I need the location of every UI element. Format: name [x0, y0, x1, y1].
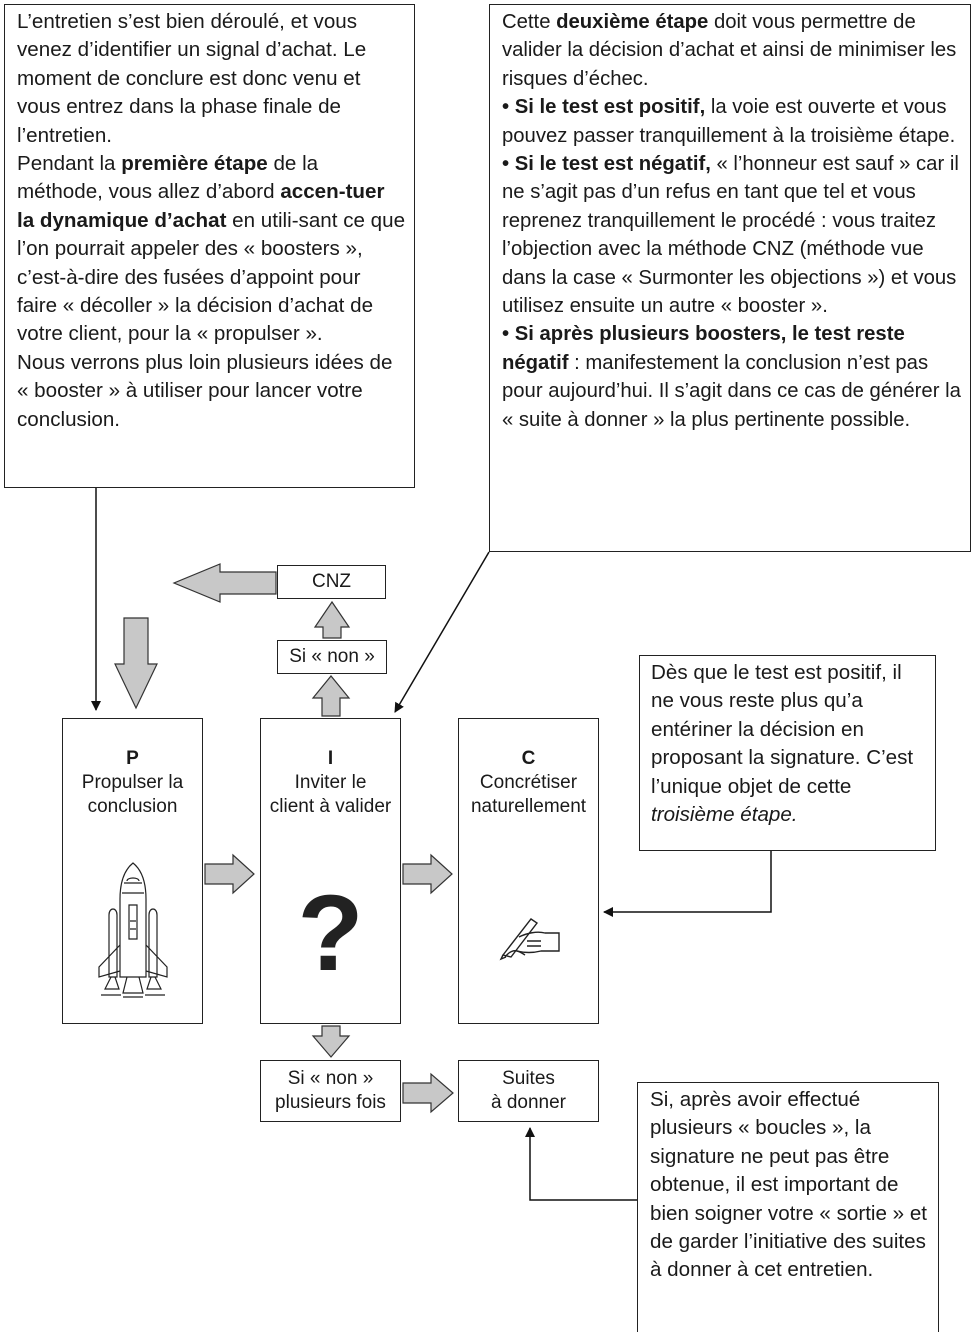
stage-c-box: C Concrétiser naturellement — [458, 718, 599, 1024]
stage-i-line1: Inviter le — [294, 772, 367, 793]
stage-p-line1: Propulser la — [81, 772, 184, 793]
arrow-icon — [204, 853, 255, 895]
si-non-plusieurs-line2: plusieurs fois — [275, 1092, 386, 1113]
arrow-icon — [172, 563, 277, 603]
arrow-icon — [402, 853, 453, 895]
connector-c-note — [603, 851, 772, 917]
arrow-icon — [311, 675, 351, 717]
arrow-icon — [402, 1072, 454, 1114]
si-non-label: Si « non » — [289, 646, 375, 667]
note-suites: Si, après avoir effectué plusieurs « bou… — [637, 1082, 939, 1332]
stage-i-letter: I — [327, 748, 334, 769]
stage-c-line2: naturellement — [470, 796, 587, 817]
note-left-p3: Nous verrons plus loin plusieurs idées d… — [17, 350, 393, 431]
stage-p-letter: P — [126, 748, 139, 769]
note-left-p1: L’entretien s’est bien déroulé, et vous … — [17, 10, 367, 147]
arrow-icon — [311, 1025, 351, 1058]
suites-box: Suites à donner — [458, 1060, 599, 1122]
note-bottom-text: Si, après avoir effectué plusieurs « bou… — [650, 1088, 928, 1282]
connector-right-note — [394, 551, 490, 713]
cnz-label: CNZ — [311, 571, 352, 592]
stage-p-box: P Propulser la conclusion — [62, 718, 203, 1024]
si-non-plusieurs-line1: Si « non » — [287, 1068, 374, 1089]
suites-line1: Suites — [502, 1068, 555, 1089]
note-left-p2: Pendant la première étape de la méthode,… — [17, 152, 406, 346]
question-mark-icon: ? — [297, 872, 364, 993]
note-propulser: L’entretien s’est bien déroulé, et vous … — [4, 4, 415, 488]
rocket-icon — [98, 862, 168, 998]
suites-line2: à donner — [490, 1092, 566, 1113]
arrow-icon — [313, 600, 351, 639]
arrow-icon — [114, 617, 158, 710]
writing-hand-icon — [499, 918, 560, 961]
cnz-box: CNZ — [277, 565, 386, 599]
stage-p-line2: conclusion — [87, 796, 178, 817]
note-right-p2: • Si le test est positif, la voie est ou… — [502, 96, 956, 147]
stage-i-line2: client à valider — [269, 796, 392, 817]
note-concretiser: Dès que le test est positif, il ne vous … — [639, 655, 936, 851]
stage-i-box: I Inviter le client à valider ? — [260, 718, 401, 1024]
si-non-plusieurs-box: Si « non » plusieurs fois — [260, 1060, 401, 1122]
si-non-box: Si « non » — [277, 640, 387, 674]
note-right-p1: Cette deuxième étape doit vous permettre… — [502, 11, 957, 90]
note-inviter: Cette deuxième étape doit vous permettre… — [489, 4, 971, 552]
stage-c-letter: C — [521, 748, 536, 769]
connector-bottom-note — [525, 1127, 637, 1201]
note-c-text: Dès que le test est positif, il ne vous … — [651, 661, 914, 827]
stage-c-line1: Concrétiser — [479, 772, 578, 793]
note-right-p3: • Si le test est négatif, « l’honneur es… — [502, 153, 959, 318]
note-right-p4: • Si après plusieurs boosters, le test r… — [502, 323, 961, 431]
